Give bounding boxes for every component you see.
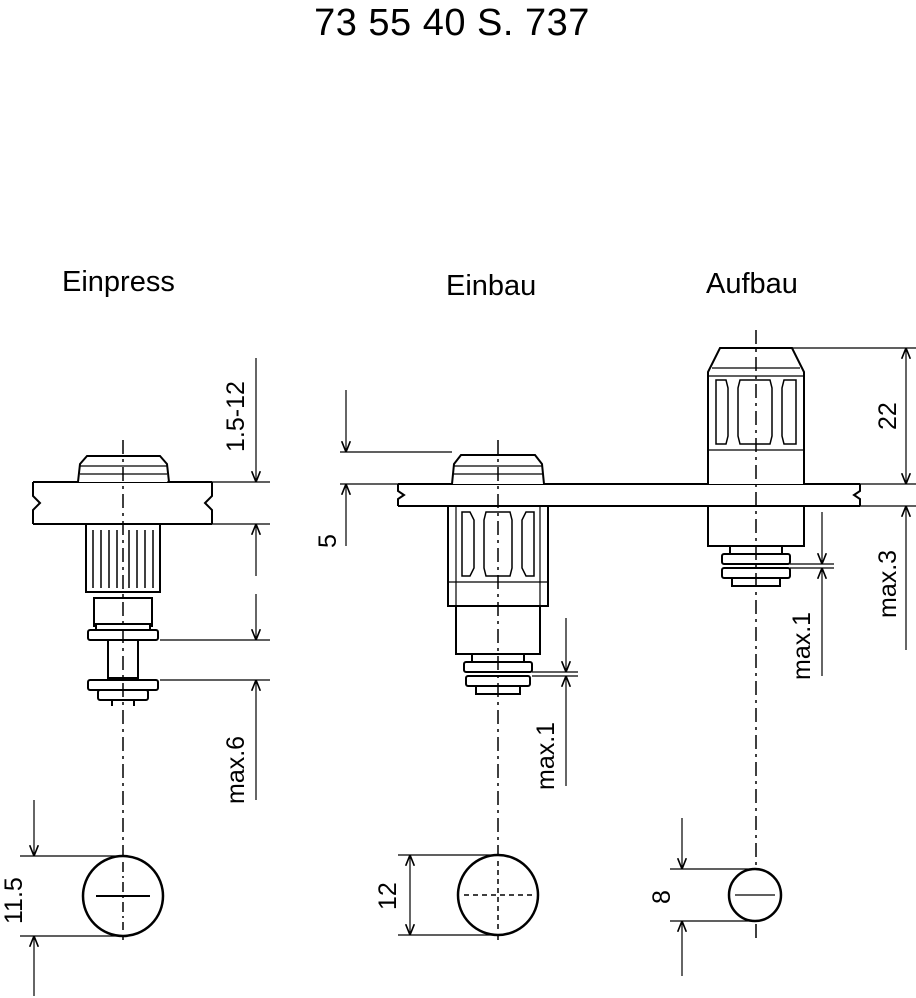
einbau-front-circle <box>456 853 540 937</box>
einpress-panel-dim: 1.5-12 <box>222 381 250 452</box>
aufbau-diameter-dim: 8 <box>648 890 676 904</box>
einbau-label: Einbau <box>446 270 537 302</box>
drawing-title: 73 55 40 S. 737 <box>314 2 590 44</box>
einbau-diameter-dim: 12 <box>374 882 402 910</box>
aufbau-height-dim: 22 <box>874 402 902 430</box>
einpress-label: Einpress <box>62 266 175 298</box>
einpress-gap-dim: max.6 <box>222 736 250 804</box>
einpress-diameter-dim: 11.5 <box>0 877 28 924</box>
shared-panel <box>397 483 861 507</box>
einpress-view <box>20 358 270 996</box>
aufbau-bottom-dim: max.3 <box>874 550 902 618</box>
einbau-gap-dim: max.1 <box>532 722 560 790</box>
aufbau-gap-dim: max.1 <box>788 612 816 680</box>
aufbau-label: Aufbau <box>706 268 798 300</box>
aufbau-view <box>670 330 916 976</box>
einbau-top-dim: 5 <box>314 534 342 548</box>
